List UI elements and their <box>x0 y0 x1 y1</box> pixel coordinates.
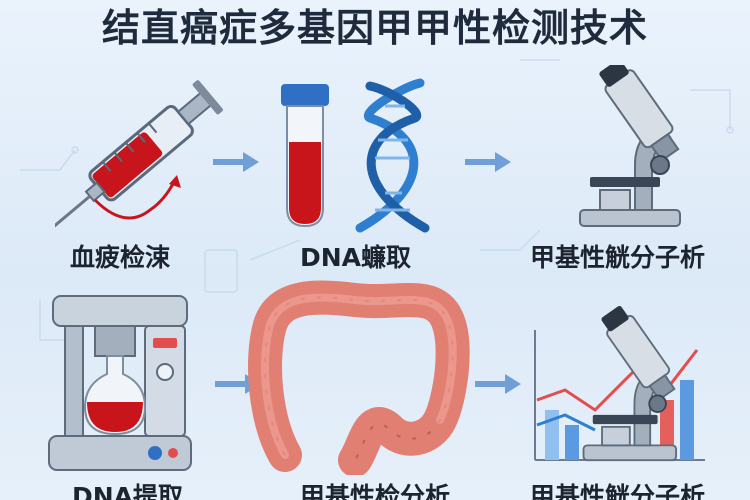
arrow-right-icon <box>465 152 511 172</box>
step-label-methylation-analysis: 甲基性觥分子析 <box>530 243 706 272</box>
lab-machine-icon <box>48 295 192 471</box>
page-title: 结直癌症多基因甲甲性检测技术 <box>101 6 648 50</box>
syringe-icon <box>55 80 223 235</box>
dna-helix-icon <box>355 78 430 233</box>
step-label-dna-isolation: DNA提取 <box>72 482 184 500</box>
step-label-blood-test: 血疲检涑 <box>70 243 171 272</box>
microscope-icon <box>579 65 681 227</box>
arrow-right-icon <box>475 374 521 394</box>
step-label-methylation-detection: 甲基性检分析 <box>300 482 451 500</box>
step-label-dna-extraction: DNA蠊取 <box>300 243 412 272</box>
microscope-icon <box>582 306 678 462</box>
arrow-right-icon <box>213 152 259 172</box>
step-label-molecular-analysis: 甲基性觥分子析 <box>530 482 706 500</box>
colon-icon <box>248 280 470 475</box>
test-tube-icon <box>281 84 329 228</box>
